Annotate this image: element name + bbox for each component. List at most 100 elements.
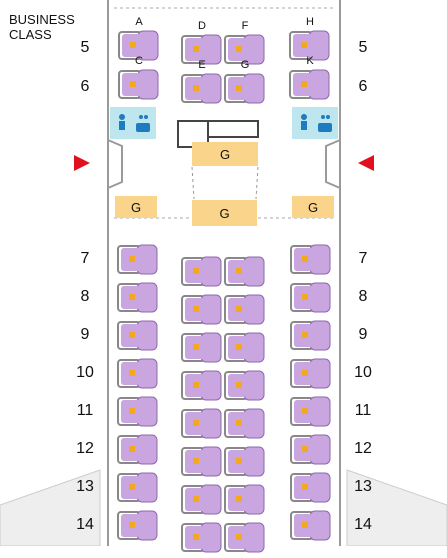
- seat-9[interactable]: [181, 332, 223, 363]
- seat-icon: [289, 30, 330, 61]
- seat-icon: [224, 408, 265, 439]
- seat-8[interactable]: [290, 282, 332, 313]
- seat-icon: [290, 320, 331, 351]
- lavatory-right: [292, 107, 338, 139]
- galley: G: [292, 196, 334, 218]
- seat-11[interactable]: [181, 408, 223, 439]
- seat-7[interactable]: [224, 256, 266, 287]
- seat-10[interactable]: [224, 370, 266, 401]
- seat-8[interactable]: [181, 294, 223, 325]
- seat-icon: [290, 510, 331, 541]
- seat-12[interactable]: [117, 434, 159, 465]
- seat-icon: [117, 434, 158, 465]
- seat-5D[interactable]: D: [181, 20, 223, 65]
- seat-icon: [117, 320, 158, 351]
- seat-column-letter: D: [198, 20, 206, 32]
- seat-13[interactable]: [224, 484, 266, 515]
- seat-icon: [118, 30, 159, 61]
- baby-change-icon: [301, 114, 332, 132]
- seat-column-letter: A: [135, 16, 143, 28]
- seat-icon: [224, 484, 265, 515]
- seat-7[interactable]: [290, 244, 332, 275]
- seat-12[interactable]: [224, 446, 266, 477]
- seat-10[interactable]: [117, 358, 159, 389]
- galley: G: [115, 196, 157, 218]
- fuselage-outline: [0, 0, 447, 546]
- cabin-class-label: BUSINESS CLASS: [9, 12, 75, 42]
- row-number: 14: [354, 516, 372, 533]
- seat-12[interactable]: [181, 446, 223, 477]
- seat-14[interactable]: [290, 510, 332, 541]
- seat-column-letter: E: [198, 59, 206, 71]
- seat-icon: [181, 73, 222, 104]
- seat-11[interactable]: [117, 396, 159, 427]
- seat-14[interactable]: [181, 522, 223, 553]
- seat-column-letter: C: [135, 55, 143, 67]
- row-number: 12: [76, 440, 94, 457]
- row-number: 5: [80, 39, 90, 56]
- row-number: 14: [76, 516, 94, 533]
- seat-5H[interactable]: H: [289, 16, 331, 61]
- lavatory-left: [110, 107, 156, 139]
- row-number: 11: [354, 402, 372, 419]
- row-number: 9: [358, 326, 368, 343]
- seat-14[interactable]: [117, 510, 159, 541]
- seat-14[interactable]: [224, 522, 266, 553]
- row-number: 12: [354, 440, 372, 457]
- seat-5A[interactable]: A: [118, 16, 160, 61]
- seat-icon: [117, 358, 158, 389]
- seat-icon: [181, 484, 222, 515]
- seat-icon: [224, 522, 265, 553]
- seat-column-letter: K: [306, 55, 314, 67]
- seat-icon: [117, 282, 158, 313]
- seat-icon: [224, 332, 265, 363]
- seat-13[interactable]: [181, 484, 223, 515]
- seat-icon: [224, 294, 265, 325]
- seat-icon: [224, 446, 265, 477]
- row-number: 6: [358, 78, 368, 95]
- seat-icon: [181, 446, 222, 477]
- seat-icon: [117, 244, 158, 275]
- seat-icon: [181, 522, 222, 553]
- seat-7[interactable]: [181, 256, 223, 287]
- seat-9[interactable]: [224, 332, 266, 363]
- seat-icon: [117, 510, 158, 541]
- seat-icon: [181, 332, 222, 363]
- seat-icon: [181, 256, 222, 287]
- seat-icon: [290, 358, 331, 389]
- row-number: 11: [76, 402, 94, 419]
- seat-icon: [224, 256, 265, 287]
- row-number: 9: [80, 326, 90, 343]
- seat-icon: [181, 408, 222, 439]
- row-number: 7: [358, 250, 368, 267]
- seat-icon: [181, 34, 222, 65]
- seat-7[interactable]: [117, 244, 159, 275]
- exit-arrow-right: [358, 155, 374, 171]
- seat-6C[interactable]: C: [118, 55, 160, 100]
- row-number: 7: [80, 250, 90, 267]
- seat-icon: [224, 34, 265, 65]
- seat-8[interactable]: [224, 294, 266, 325]
- seat-6G[interactable]: G: [224, 59, 266, 104]
- seat-icon: [290, 282, 331, 313]
- seat-10[interactable]: [290, 358, 332, 389]
- seat-6K[interactable]: K: [289, 55, 331, 100]
- seat-icon: [290, 472, 331, 503]
- seat-column-letter: F: [241, 20, 249, 32]
- seat-9[interactable]: [117, 320, 159, 351]
- seat-8[interactable]: [117, 282, 159, 313]
- seat-icon: [290, 434, 331, 465]
- seat-9[interactable]: [290, 320, 332, 351]
- row-number: 10: [76, 364, 94, 381]
- seat-11[interactable]: [290, 396, 332, 427]
- seat-6E[interactable]: E: [181, 59, 223, 104]
- seat-10[interactable]: [181, 370, 223, 401]
- seat-13[interactable]: [117, 472, 159, 503]
- seat-12[interactable]: [290, 434, 332, 465]
- seat-5F[interactable]: F: [224, 20, 266, 65]
- seat-13[interactable]: [290, 472, 332, 503]
- seat-icon: [117, 396, 158, 427]
- seat-11[interactable]: [224, 408, 266, 439]
- row-number: 5: [358, 39, 368, 56]
